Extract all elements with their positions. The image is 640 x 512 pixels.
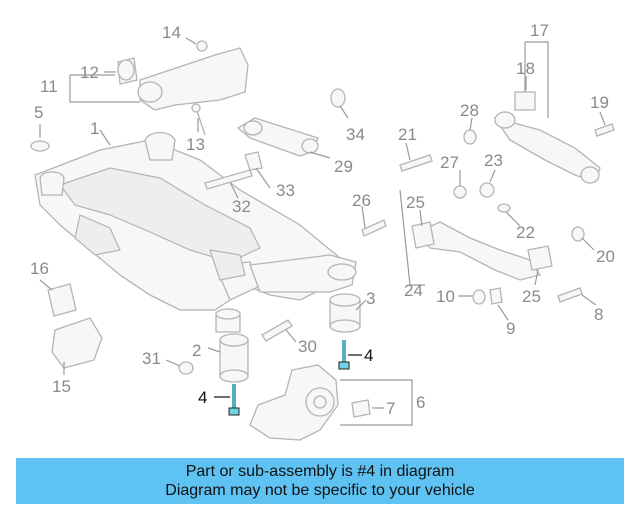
callout-6: 6	[416, 393, 425, 412]
callout-1: 1	[90, 119, 99, 138]
callout-29: 29	[334, 157, 353, 176]
bolt-30	[261, 319, 293, 342]
callout-26: 26	[352, 191, 371, 210]
bushing-23	[479, 182, 495, 198]
callout-22: 22	[516, 223, 535, 242]
rear-subframe	[34, 131, 357, 311]
leader-lines	[39, 37, 606, 426]
bolt-8	[557, 287, 583, 303]
nut-31	[178, 361, 194, 375]
trailing-arm	[493, 91, 615, 184]
callout-23: 23	[484, 151, 503, 170]
callout-11: 11	[40, 77, 58, 96]
highlighted-bolt-4-lower	[228, 384, 240, 416]
callout-13: 13	[186, 135, 205, 154]
callout-30: 30	[298, 337, 317, 356]
rear-knuckle	[249, 364, 371, 441]
callout-3: 3	[366, 289, 375, 308]
nut-20	[571, 226, 585, 242]
plate-33	[244, 151, 263, 171]
callout-9: 9	[506, 319, 515, 338]
callout-25-right: 25	[522, 287, 541, 306]
callout-18: 18	[516, 59, 535, 78]
callout-5: 5	[34, 103, 43, 122]
nut-34	[330, 88, 346, 108]
callout-27: 27	[440, 153, 459, 172]
callout-10: 10	[436, 287, 455, 306]
bolt-26	[361, 219, 387, 237]
callout-12: 12	[80, 63, 99, 82]
callout-15: 15	[52, 377, 71, 396]
highlighted-bolt-4-upper	[338, 340, 350, 370]
callout-33: 33	[276, 181, 295, 200]
subframe-bushing-upper	[215, 308, 241, 333]
bolt-13	[191, 103, 206, 136]
banner-line-2: Diagram may not be specific to your vehi…	[165, 482, 475, 499]
info-banner: Part or sub-assembly is #4 in diagram Di…	[16, 458, 624, 504]
callout-17: 17	[530, 21, 549, 40]
callout-31: 31	[142, 349, 161, 368]
callout-14: 14	[162, 23, 181, 42]
callout-34: 34	[346, 125, 365, 144]
callout-19: 19	[590, 93, 609, 112]
suspension-exploded-diagram: 1 2 3 4 4 5 6 7 8 9 10 11 12 13 14 15 16…	[30, 21, 615, 441]
callout-7: 7	[386, 399, 395, 418]
washer-27	[453, 185, 467, 199]
callout-24: 24	[404, 281, 423, 300]
washer-10	[472, 289, 486, 305]
bracket-9	[489, 287, 503, 305]
callout-16: 16	[30, 259, 49, 278]
bolt-32	[204, 169, 253, 190]
bolt-21	[399, 154, 433, 172]
callout-20: 20	[596, 247, 615, 266]
nut-28	[463, 129, 477, 145]
mount-16	[47, 283, 77, 317]
banner-line-1: Part or sub-assembly is #4 in diagram	[185, 463, 455, 480]
lower-link-24	[411, 221, 553, 281]
subframe-bushing-2	[219, 333, 249, 383]
upper-control-arm	[117, 40, 249, 111]
callout-4-upper: 4	[364, 346, 373, 365]
lateral-link-29	[236, 117, 319, 157]
callout-8: 8	[594, 305, 603, 324]
callout-32: 32	[232, 197, 251, 216]
callout-labels: 1 2 3 4 4 5 6 7 8 9 10 11 12 13 14 15 16…	[30, 21, 615, 418]
callout-25-left: 25	[406, 193, 425, 212]
washer-5	[30, 140, 50, 152]
callout-2: 2	[192, 341, 201, 360]
callout-21: 21	[398, 125, 417, 144]
washer-22	[497, 203, 511, 213]
callout-28: 28	[460, 101, 479, 120]
callout-4-lower: 4	[198, 388, 207, 407]
mount-15	[51, 317, 103, 369]
subframe-bushing-3	[329, 293, 361, 333]
